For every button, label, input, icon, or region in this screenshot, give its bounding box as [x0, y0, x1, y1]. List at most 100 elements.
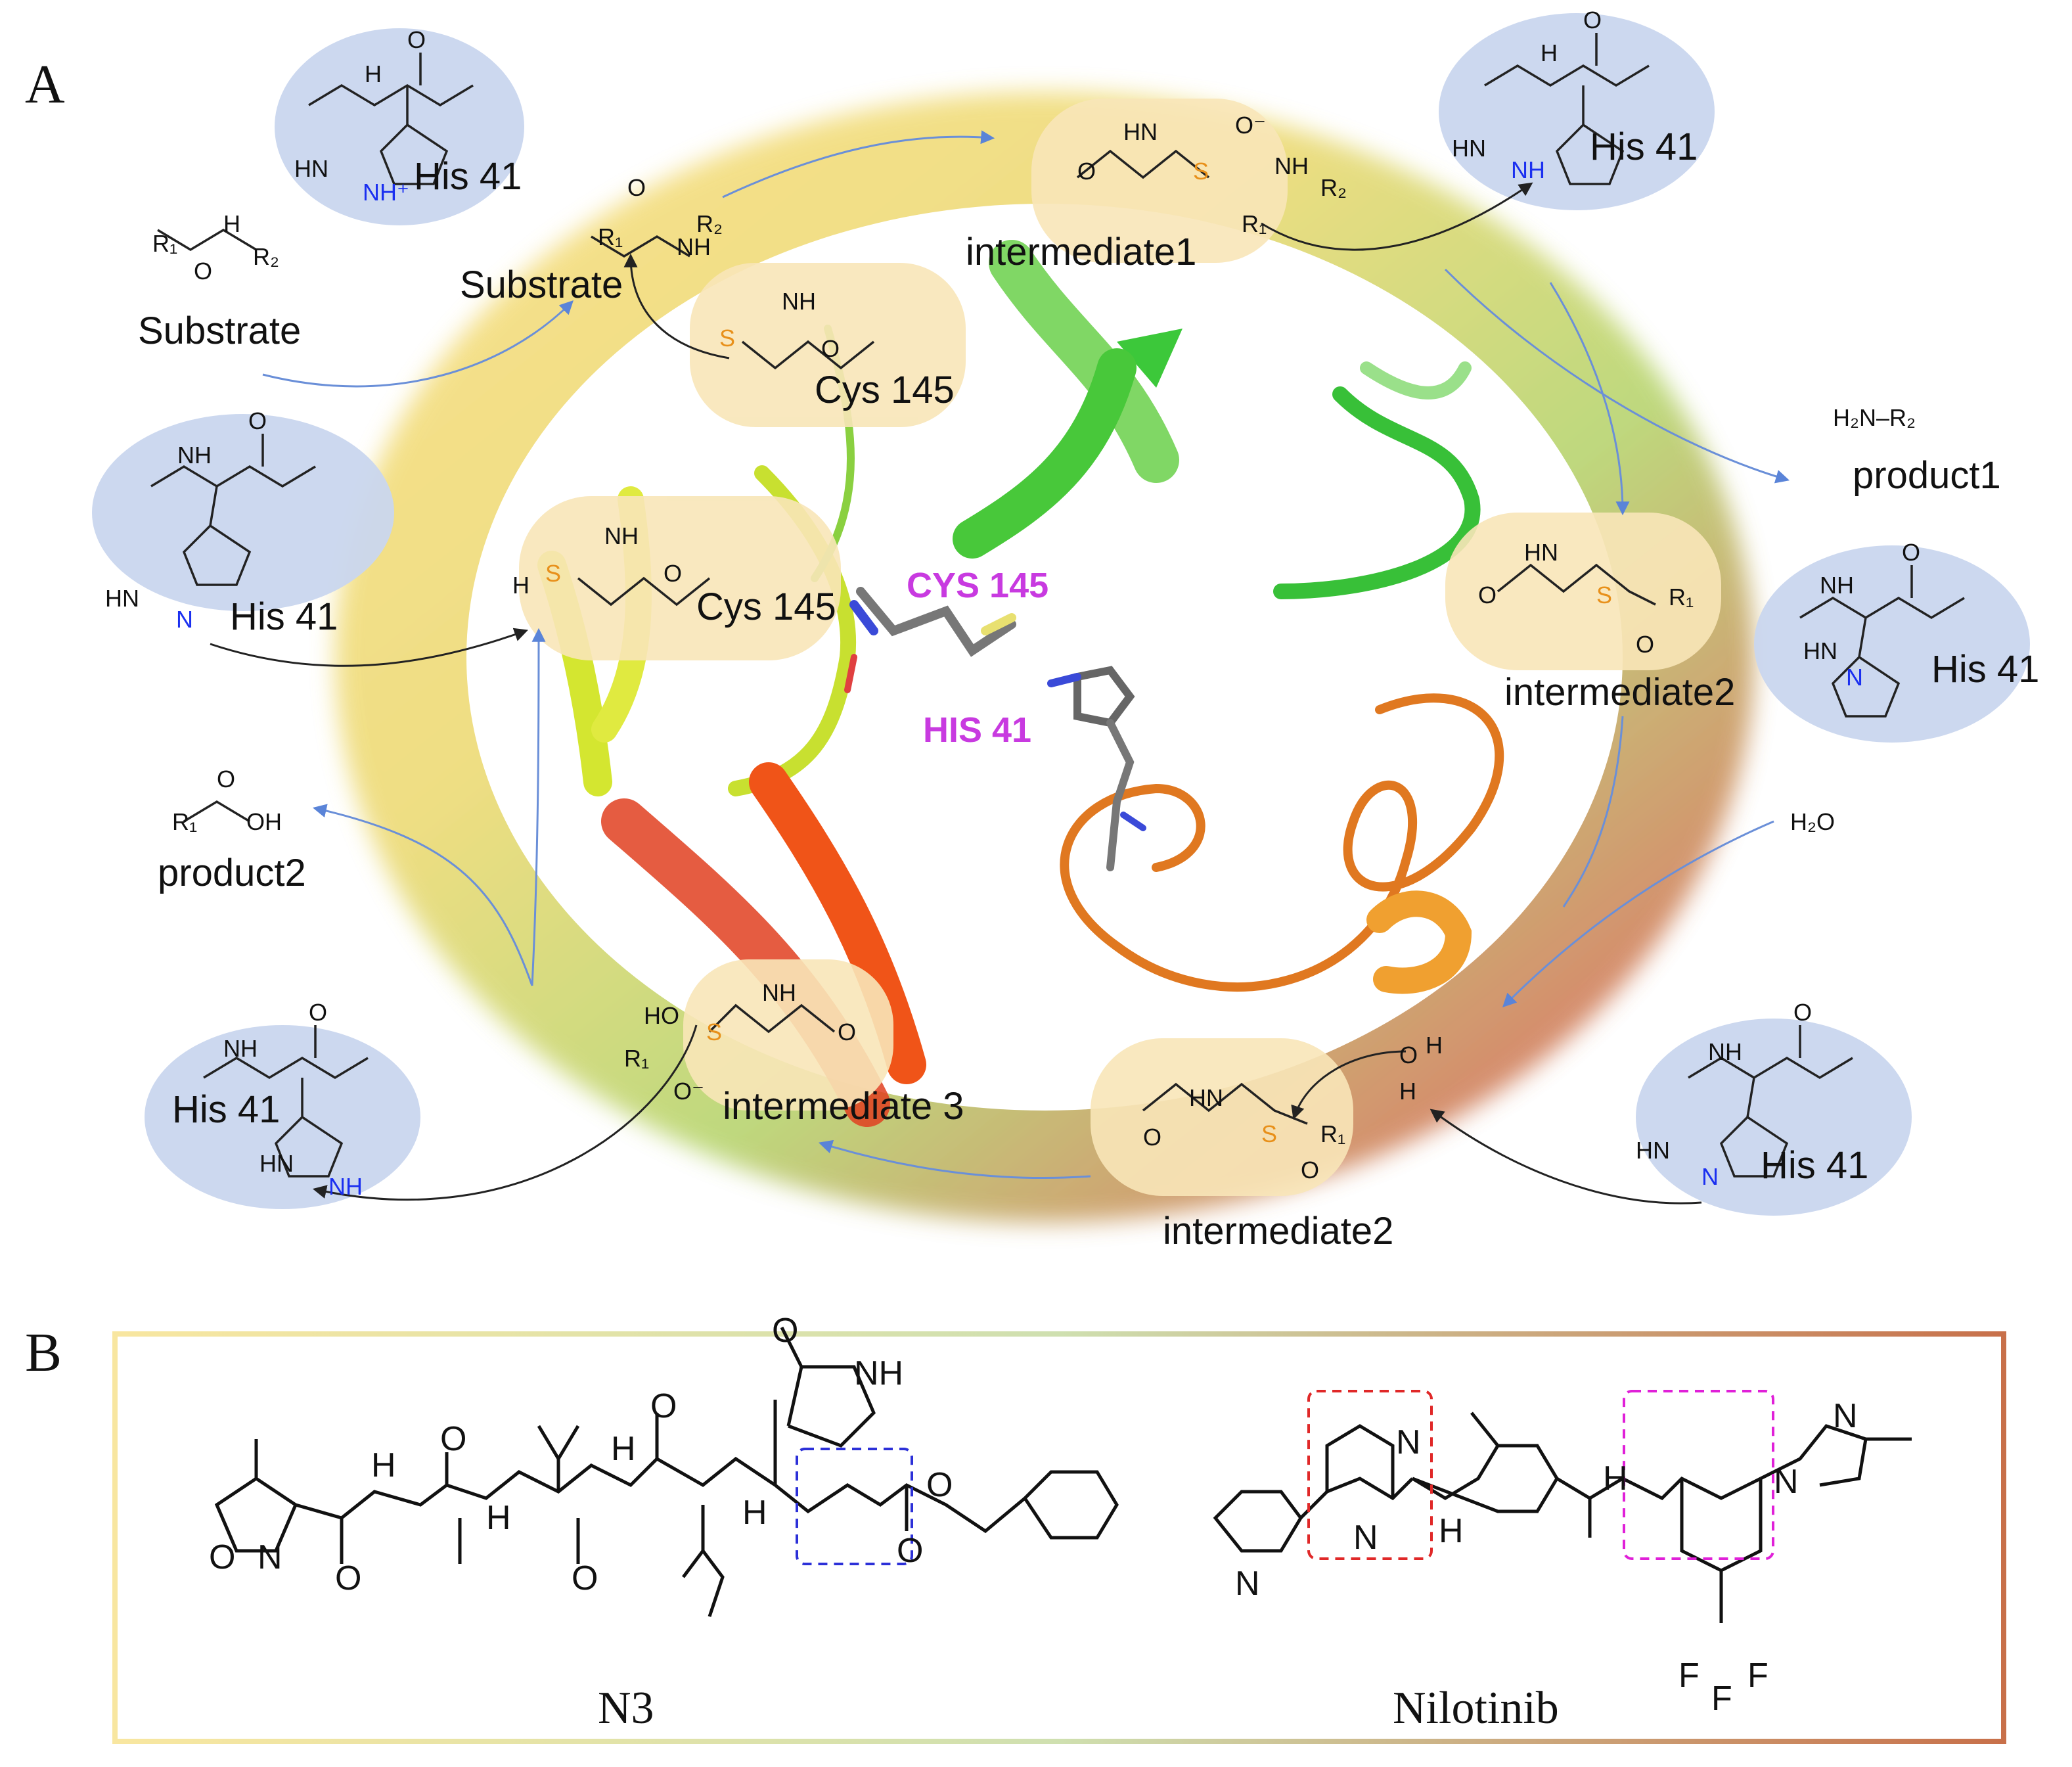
- atom-label: O: [1301, 1157, 1320, 1183]
- atom-label: H: [1603, 1459, 1628, 1498]
- atom-label: NH: [782, 288, 816, 315]
- atom-label: O⁻: [673, 1078, 705, 1105]
- his41-label-bottom-right: His 41: [1761, 1144, 1869, 1187]
- atom-label: F: [1711, 1680, 1732, 1718]
- atom-label: NH: [1820, 572, 1854, 599]
- intermediate2-label-right: intermediate2: [1504, 671, 1736, 714]
- his41-label-left: His 41: [230, 595, 338, 638]
- atom-label: F: [1747, 1657, 1768, 1695]
- atom-label: H: [512, 572, 529, 599]
- intermediate3-label: intermediate 3: [723, 1085, 964, 1128]
- atom-label: R₂: [1320, 174, 1347, 201]
- cys145-residue-label: CYS 145: [907, 566, 1049, 605]
- atom-label: HN: [259, 1150, 294, 1177]
- intermediate2-label-bottom: intermediate2: [1163, 1210, 1394, 1252]
- atom-label: N: [1846, 664, 1863, 691]
- cys145-label-mid: Cys 145: [696, 585, 836, 628]
- atom-label: N: [1353, 1519, 1378, 1557]
- his41-label-top-left: His 41: [414, 155, 522, 198]
- atom-label: R₂: [253, 243, 279, 270]
- atom-label: NH: [328, 1173, 363, 1200]
- atom-label: S: [1596, 582, 1613, 608]
- atom-label: O: [1793, 999, 1813, 1026]
- atom-label: O: [664, 560, 683, 587]
- product1-label: product1: [1853, 454, 2001, 497]
- his41-residue-label: HIS 41: [923, 710, 1032, 750]
- atom-label: O: [772, 1312, 799, 1350]
- atom-label: H: [742, 1494, 767, 1532]
- atom-label: HO: [644, 1002, 679, 1029]
- atom-label: HN: [294, 155, 328, 182]
- n3-warhead-box: [796, 1448, 913, 1565]
- atom-label: R₁: [1320, 1120, 1346, 1147]
- atom-label: O: [209, 1538, 236, 1576]
- atom-label: O: [1143, 1124, 1162, 1151]
- atom-label: N: [258, 1538, 282, 1576]
- atom-label: R₂: [696, 210, 723, 237]
- atom-label: R₁: [172, 808, 198, 835]
- atom-label: O: [627, 174, 646, 201]
- atom-label: O: [926, 1466, 953, 1504]
- substrate-label-left: Substrate: [138, 310, 302, 352]
- cys145-label-top: Cys 145: [815, 369, 955, 411]
- atom-label: NH: [177, 442, 212, 469]
- atom-label: R₁: [624, 1045, 650, 1072]
- atom-label: NH: [762, 979, 796, 1006]
- atom-label: OH: [246, 808, 282, 835]
- atom-label: O: [217, 766, 236, 792]
- atom-label: N: [176, 606, 193, 633]
- atom-label: N: [1833, 1397, 1858, 1435]
- his41-bubbles: [92, 13, 2030, 1216]
- h2o-formula: H₂O: [1790, 808, 1835, 835]
- cys145-sticks: [844, 587, 1016, 693]
- panel-b-frame: [112, 1331, 2006, 1744]
- atom-label: HN: [1803, 637, 1837, 664]
- atom-label: H: [371, 1446, 396, 1484]
- atom-label: NH: [1708, 1038, 1742, 1065]
- atom-label: R₁: [1669, 584, 1694, 610]
- atom-label: O: [194, 258, 213, 285]
- atom-label: O: [1399, 1042, 1418, 1068]
- process-arrows-black: [210, 182, 1702, 1205]
- atom-label: O: [309, 999, 328, 1026]
- atom-label: HN: [105, 585, 139, 612]
- structure-bonds: [150, 33, 1965, 1178]
- atom-label: NH⁺: [363, 179, 409, 206]
- atom-label: HN: [1123, 118, 1158, 145]
- atom-label: N: [1774, 1463, 1799, 1501]
- atom-label: O: [335, 1559, 362, 1597]
- atom-label: H: [1426, 1032, 1443, 1059]
- atom-label: O: [1478, 582, 1497, 608]
- atom-label: NH: [223, 1035, 258, 1062]
- panel-b-label: B: [25, 1322, 62, 1383]
- nilotinib-structure: [1213, 1411, 1912, 1623]
- atom-label: O: [1583, 7, 1602, 34]
- atom-label: HN: [1452, 135, 1486, 162]
- atom-label: S: [1261, 1120, 1278, 1147]
- atom-label: S: [719, 325, 736, 352]
- atom-label: O: [1902, 539, 1921, 566]
- atom-label: H: [486, 1499, 511, 1537]
- atom-label: NH: [1511, 156, 1545, 183]
- atom-label: R₁: [152, 230, 178, 257]
- atom-label: H: [223, 210, 240, 237]
- n3-structure: [214, 1326, 1119, 1617]
- catalytic-cycle-ring: [335, 92, 1754, 1222]
- atom-label: R₁: [598, 223, 623, 250]
- his41-label-top-right: His 41: [1590, 126, 1698, 168]
- atom-label: HN: [1636, 1137, 1670, 1164]
- atom-label: F: [1678, 1657, 1700, 1695]
- atom-label: NH: [677, 233, 711, 260]
- substrate-label-top: Substrate: [460, 264, 623, 306]
- atom-label: O: [440, 1420, 467, 1458]
- atom-label: O: [821, 335, 840, 362]
- intermediate1-label: intermediate1: [966, 231, 1197, 273]
- atom-label: O: [1636, 631, 1655, 658]
- atom-label: HN: [1189, 1084, 1223, 1111]
- cys-bubbles: [519, 99, 1721, 1196]
- panel-a-label: A: [25, 54, 65, 115]
- atom-label: NH: [1274, 152, 1309, 179]
- his41-label-bottom-left: His 41: [172, 1088, 281, 1131]
